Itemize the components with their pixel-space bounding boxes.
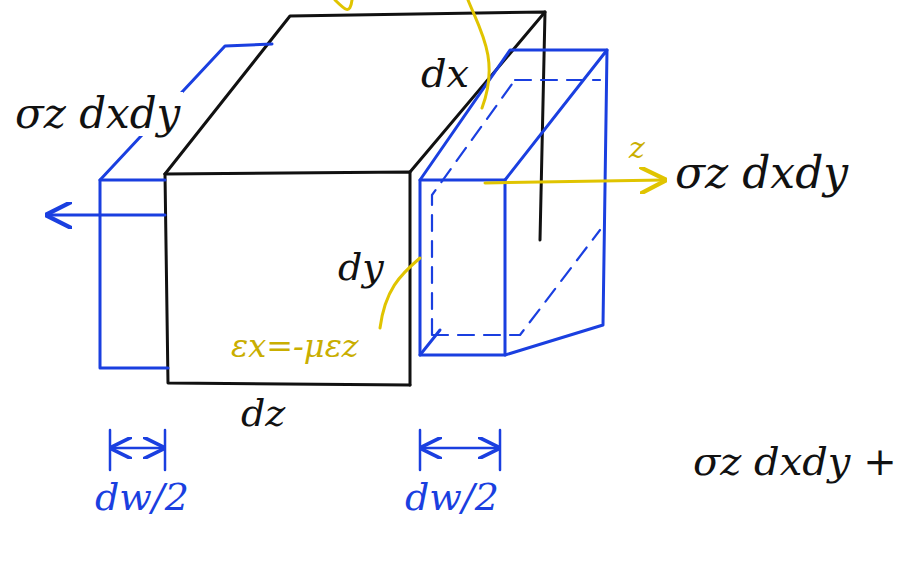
axis-label: z — [626, 132, 648, 164]
equation-fragment: σz dxdy + — [690, 440, 900, 482]
dimension-label: dw/2 — [92, 478, 192, 518]
dimension-label: dw/2 — [402, 478, 502, 518]
right-stress-face — [420, 50, 607, 355]
strain-relation: εx=-μεz — [228, 330, 362, 364]
dimension-label: dz — [238, 394, 288, 434]
dimension-label: dx — [418, 52, 472, 94]
dimension-marks — [110, 430, 500, 470]
dimension-label: dy — [335, 248, 387, 288]
force-label: σz dxdy — [672, 150, 851, 196]
yellow-annotation — [335, 0, 664, 328]
force-label: σz dxdy — [12, 92, 183, 136]
